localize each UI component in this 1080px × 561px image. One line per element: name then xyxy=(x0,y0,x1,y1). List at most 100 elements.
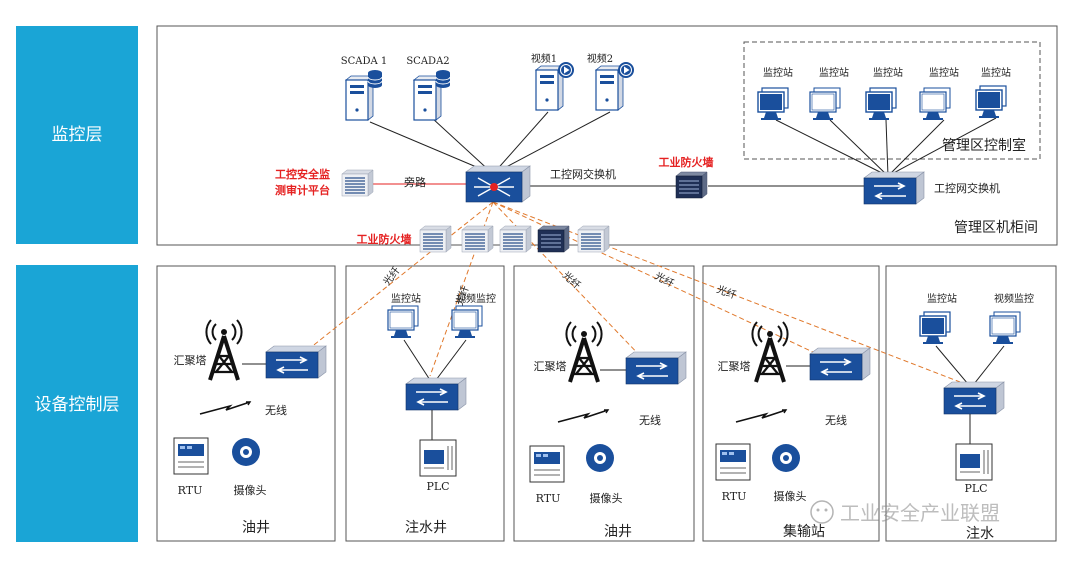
firewall-label: 工业防火墙 xyxy=(659,155,714,169)
site-name: 集输站 xyxy=(783,523,825,540)
site-switch xyxy=(265,345,327,379)
audit-platform-label: 工控安全监 xyxy=(275,167,330,181)
station-monitor xyxy=(757,87,789,121)
site-switch xyxy=(405,377,467,411)
database-icon xyxy=(367,69,383,89)
site-name: 油井 xyxy=(242,520,270,536)
aggregation-tower xyxy=(204,318,244,382)
station-monitor xyxy=(975,85,1007,119)
wireless-label: 无线 xyxy=(825,413,847,427)
plc-device xyxy=(419,439,457,477)
video-label: 视频监控 xyxy=(456,292,496,305)
tower-label: 汇聚塔 xyxy=(718,360,751,373)
site-switch xyxy=(943,381,1005,415)
wireless-icon xyxy=(199,401,251,415)
fiber-label: 光纤 xyxy=(380,264,403,288)
industrial-firewall xyxy=(419,225,452,253)
audit-platform-device xyxy=(341,169,374,197)
station-label: 监控站 xyxy=(763,66,793,79)
station-monitor xyxy=(809,87,841,121)
watermark: 工业安全产业联盟 xyxy=(810,500,1000,525)
device-layer-band xyxy=(16,265,138,542)
camera-label: 摄像头 xyxy=(234,483,267,497)
industrial-firewall xyxy=(675,171,708,199)
industrial-firewall xyxy=(461,225,494,253)
plc-label: PLC xyxy=(426,480,449,493)
site-switch xyxy=(625,351,687,385)
wireless-icon xyxy=(557,409,609,423)
station-label: 监控站 xyxy=(391,292,421,305)
audit-platform-label: 测审计平台 xyxy=(275,183,330,197)
control-room-label: 管理区控制室 xyxy=(942,137,1026,154)
site-name: 注水 xyxy=(966,526,994,542)
station-monitor xyxy=(865,87,897,121)
server-label: SCADA 1 xyxy=(341,56,388,67)
industrial-firewall xyxy=(499,225,532,253)
site-name: 油井 xyxy=(604,524,632,540)
control-room-frame xyxy=(743,41,1041,160)
video-monitor xyxy=(451,305,483,339)
server-label: 视频1 xyxy=(531,52,557,65)
bypass-label: 旁路 xyxy=(404,175,426,189)
wireless-label: 无线 xyxy=(639,413,661,427)
site-switch xyxy=(809,347,871,381)
aggregation-tower xyxy=(564,320,604,384)
rtu-label: RTU xyxy=(178,484,203,497)
site-frame-injection-well xyxy=(345,265,505,542)
rtu-label: RTU xyxy=(722,490,747,503)
station-label: 监控站 xyxy=(981,66,1011,79)
rtu-device xyxy=(173,437,209,475)
server-label: 视频2 xyxy=(587,52,613,65)
core-switch xyxy=(465,165,531,203)
mgmt-switch-label: 工控网交换机 xyxy=(934,181,1000,195)
tower-label: 汇聚塔 xyxy=(534,360,567,373)
site-frame-injection xyxy=(885,265,1057,542)
device-layer-label: 设备控制层 xyxy=(35,395,120,415)
wechat-icon xyxy=(810,500,834,524)
station-monitor xyxy=(919,87,951,121)
station-monitor xyxy=(387,305,419,339)
database-icon xyxy=(435,69,451,89)
industrial-firewall xyxy=(577,225,610,253)
rtu-device xyxy=(715,443,751,481)
station-label: 监控站 xyxy=(927,292,957,305)
camera-label: 摄像头 xyxy=(590,491,623,505)
industrial-firewall xyxy=(537,225,570,253)
station-label: 监控站 xyxy=(819,66,849,79)
fiber-label: 光纤 xyxy=(560,269,584,292)
wireless-icon xyxy=(735,409,787,423)
plc-device xyxy=(955,443,993,481)
camera-label: 摄像头 xyxy=(774,489,807,503)
video-monitor xyxy=(989,311,1021,345)
aggregation-tower xyxy=(750,320,790,384)
firewall-row-label: 工业防火墙 xyxy=(357,232,412,246)
camera-icon xyxy=(232,438,260,466)
camera-icon xyxy=(586,444,614,472)
server-links xyxy=(369,111,997,187)
tower-label: 汇聚塔 xyxy=(174,354,207,367)
play-icon xyxy=(617,61,635,79)
core-switch-label: 工控网交换机 xyxy=(550,167,616,181)
fiber-label: 光纤 xyxy=(715,283,738,302)
station-label: 监控站 xyxy=(873,66,903,79)
server-label: SCADA2 xyxy=(406,56,449,67)
site-frame-oil-well-1 xyxy=(156,265,336,542)
wireless-label: 无线 xyxy=(265,403,287,417)
plc-label: PLC xyxy=(964,482,987,495)
station-label: 监控站 xyxy=(929,66,959,79)
station-monitor xyxy=(919,311,951,345)
play-icon xyxy=(557,61,575,79)
monitor-layer-label: 监控层 xyxy=(52,125,103,145)
rtu-label: RTU xyxy=(536,492,561,505)
site-name: 注水井 xyxy=(405,520,447,536)
video-label: 视频监控 xyxy=(994,292,1034,305)
fiber-label: 光纤 xyxy=(653,269,677,290)
camera-icon xyxy=(772,444,800,472)
monitor-layer-band xyxy=(16,26,138,244)
cabinet-room-label: 管理区机柜间 xyxy=(954,220,1038,236)
watermark-text: 工业安全产业联盟 xyxy=(840,501,1000,525)
site-frame-oil-well-2 xyxy=(513,265,695,542)
rtu-device xyxy=(529,445,565,483)
